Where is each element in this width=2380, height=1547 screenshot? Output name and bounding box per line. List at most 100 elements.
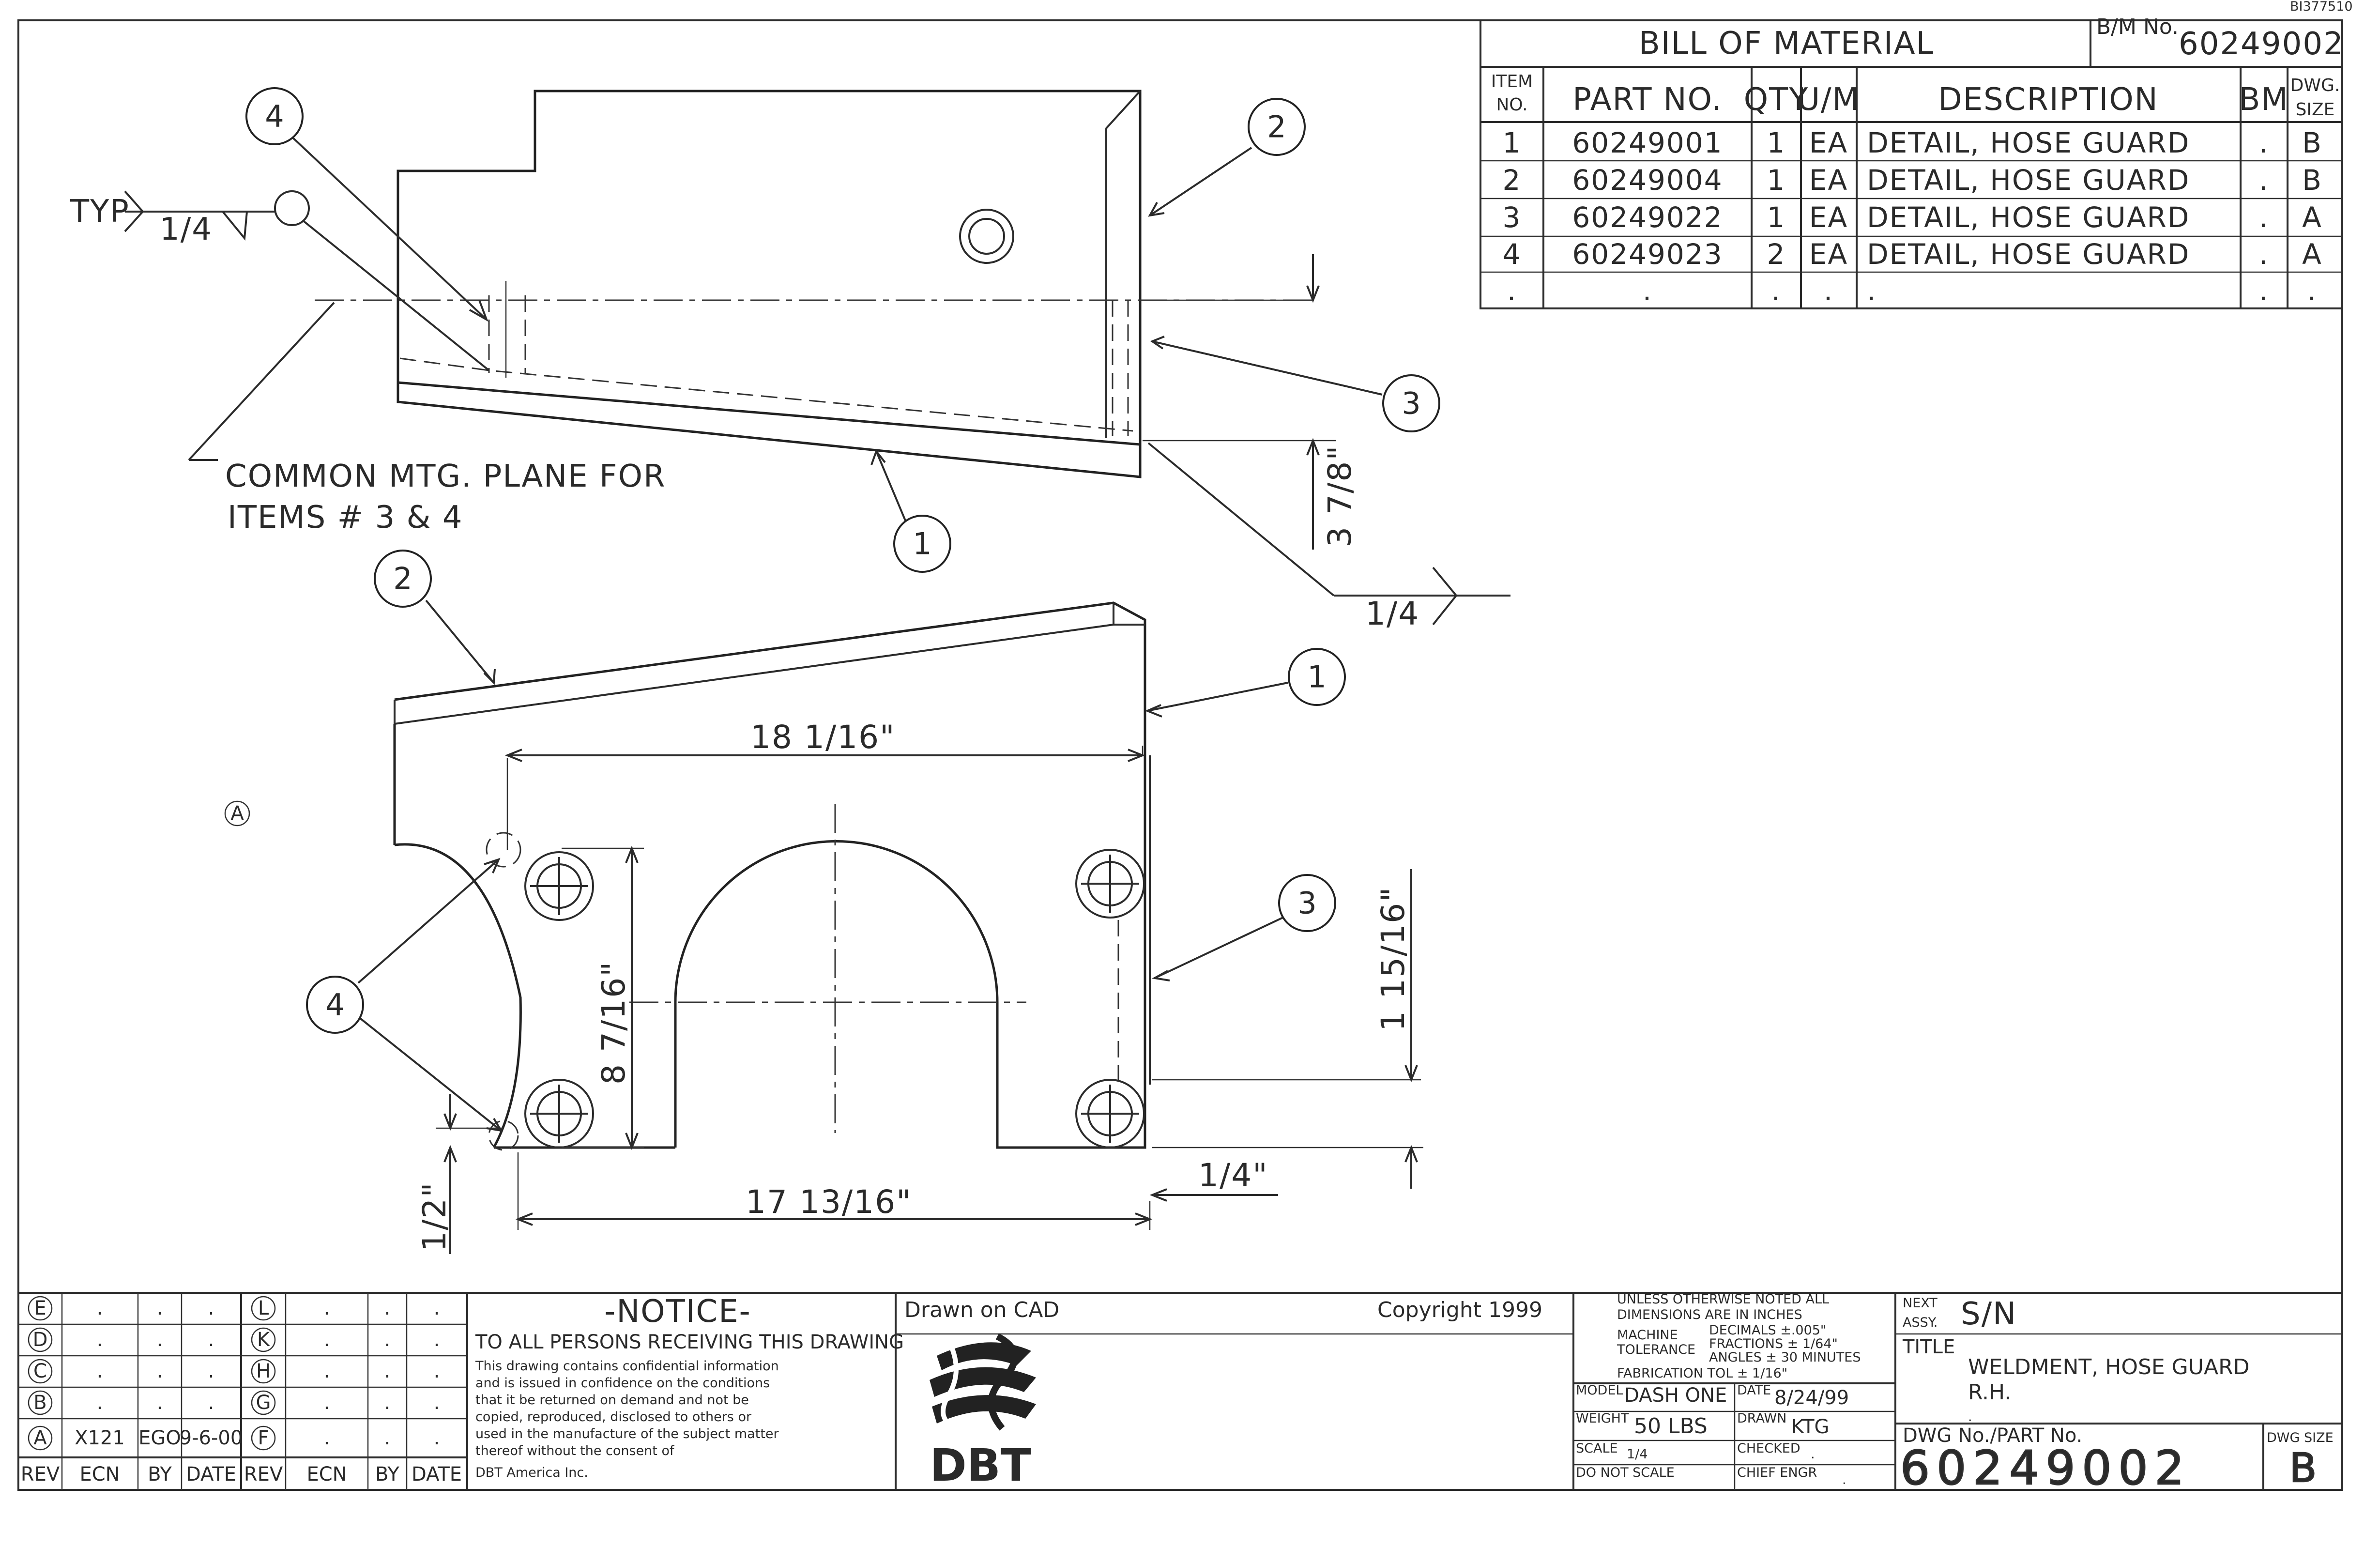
svg-text:3 7/8": 3 7/8" <box>1321 444 1358 547</box>
bom-cell-item: 1 <box>1503 126 1522 159</box>
balloon-2-front <box>374 550 432 608</box>
bom-cell-um: EA <box>1809 238 1848 271</box>
rev-header-by: BY <box>148 1463 172 1486</box>
svg-text:17 13/16": 17 13/16" <box>746 1183 912 1221</box>
front-view: A 18 1/16" 8 7/16" 1 15/16" <box>224 550 1423 1254</box>
dbt-logo-text: DBT <box>930 1440 1031 1491</box>
date-value: 8/24/99 <box>1774 1387 1849 1409</box>
model-label: MODEL <box>1576 1383 1623 1398</box>
rev-cell-ecn: . <box>324 1427 330 1449</box>
svg-text:3: 3 <box>1402 386 1420 421</box>
bom-header-size-2: SIZE <box>2296 100 2335 120</box>
hose-cutout <box>674 840 999 1148</box>
rev-header-rev: REV <box>21 1463 60 1486</box>
svg-text:2: 2 <box>1267 109 1286 145</box>
weld-symbol-typ: TYP 1/4 <box>70 190 490 371</box>
tolerance-block: UNLESS OTHERWISE NOTED ALL DIMENSIONS AR… <box>1572 1292 1896 1490</box>
svg-text:4: 4 <box>265 99 284 134</box>
bom-cell-size: A <box>2302 238 2322 271</box>
rev-cell-ecn: X121 <box>75 1427 125 1449</box>
svg-text:-NOTICE-: -NOTICE- <box>604 1294 751 1330</box>
bom-cell-desc: DETAIL, HOSE GUARD <box>1867 238 2190 271</box>
rev-cell-rev: C <box>33 1360 47 1382</box>
title-label: TITLE <box>1902 1336 1955 1358</box>
drawn-on-cad: Drawn on CAD <box>904 1298 1059 1322</box>
rev-cell-ecn: . <box>324 1392 330 1414</box>
rev-cell-ecn: . <box>324 1360 330 1382</box>
rev-cell-date: . <box>434 1297 440 1319</box>
rev-cell-rev: E <box>34 1297 46 1319</box>
svg-text:1/4": 1/4" <box>1198 1157 1268 1194</box>
bom-title: BILL OF MATERIAL <box>1639 26 1934 61</box>
hole-top-view <box>959 209 1014 264</box>
rev-letter-circle <box>28 1425 53 1451</box>
bom-cell-part: . <box>1643 274 1652 307</box>
bom-cell-um: . <box>1824 274 1833 307</box>
bom-cell-size: . <box>2307 274 2317 307</box>
rev-letter-circle <box>251 1390 276 1415</box>
next-assy-value: S/N <box>1961 1296 2017 1332</box>
bom-header-size-1: DWG. <box>2290 76 2340 95</box>
rev-cell-by: . <box>384 1392 391 1414</box>
bom-header-item-1: ITEM <box>1491 72 1533 92</box>
dimension-1-2: 1/2" <box>416 1094 503 1254</box>
dwg-size-label: DWG SIZE <box>2267 1430 2334 1445</box>
svg-text:1: 1 <box>913 526 931 562</box>
svg-text:DECIMALS ±.005": DECIMALS ±.005" <box>1709 1323 1826 1338</box>
weight-label: WEIGHT <box>1576 1411 1629 1426</box>
rev-cell-date: . <box>208 1329 214 1351</box>
bom-cell-item: 4 <box>1503 238 1522 271</box>
confidentiality-notice: -NOTICE- TO ALL PERSONS RECEIVING THIS D… <box>475 1293 904 1490</box>
checked-label: CHECKED <box>1737 1441 1800 1456</box>
rev-cell-ecn: . <box>97 1360 103 1382</box>
bom-header-item-2: NO. <box>1496 95 1527 115</box>
svg-text:FRACTIONS ± 1/64": FRACTIONS ± 1/64" <box>1709 1336 1838 1351</box>
bom-cell-qty: . <box>1771 274 1781 307</box>
copyright: Copyright 1999 <box>1377 1298 1542 1322</box>
rev-letter-circle <box>28 1359 53 1384</box>
bom-cell-um: EA <box>1809 201 1848 234</box>
rev-cell-ecn: . <box>324 1297 330 1319</box>
rev-header-ecn: ECN <box>79 1463 120 1486</box>
rev-letter-circle <box>28 1296 53 1321</box>
rev-cell-date: . <box>208 1392 214 1414</box>
date-label: DATE <box>1737 1383 1771 1398</box>
rev-cell-rev: K <box>257 1329 271 1351</box>
bom-cell-part: 60249001 <box>1572 126 1723 159</box>
svg-text:8 7/16": 8 7/16" <box>595 961 632 1085</box>
rev-cell-ecn: . <box>324 1329 330 1351</box>
svg-text:used in the manufacture of the: used in the manufacture of the subject m… <box>475 1426 779 1441</box>
balloon-2-top <box>1248 98 1306 156</box>
next-assy-label-2: ASSY. <box>1903 1315 1938 1330</box>
top-view: TYP 1/4 COMMON MTG. PLANE FOR ITEMS # 3 … <box>70 87 1510 632</box>
rev-letter-circle <box>251 1359 276 1384</box>
dbt-logo <box>930 1333 1036 1431</box>
bom-cell-qty: 1 <box>1767 201 1786 234</box>
bom-cell-item: 2 <box>1503 164 1522 197</box>
plate-item-2 <box>397 90 1142 444</box>
rev-cell-rev: B <box>33 1392 46 1414</box>
bom-cell-size: B <box>2302 126 2322 159</box>
company-block: Drawn on CAD Copyright 1999 DBT <box>896 1298 1573 1491</box>
svg-text:ANGLES ± 30 MINUTES: ANGLES ± 30 MINUTES <box>1709 1350 1861 1365</box>
rev-letter-circle <box>251 1425 276 1451</box>
svg-text:thereof without the consent of: thereof without the consent of <box>475 1443 675 1458</box>
bolt-hole-top-left <box>524 851 594 921</box>
svg-text:DIMENSIONS ARE IN INCHES: DIMENSIONS ARE IN INCHES <box>1617 1307 1802 1322</box>
rev-cell-ecn: . <box>97 1392 103 1414</box>
bom-cell-desc: DETAIL, HOSE GUARD <box>1867 164 2190 197</box>
bom-header-part-no: PART NO. <box>1572 82 1723 118</box>
svg-text:1/2": 1/2" <box>416 1181 453 1252</box>
rev-cell-ecn: . <box>97 1297 103 1319</box>
svg-text:that it be returned on demand: that it be returned on demand and not be <box>475 1393 749 1408</box>
dimension-3-7-8: 3 7/8" <box>1143 254 1358 550</box>
bill-of-material: BILL OF MATERIAL B/M No. 60249002 ITEM N… <box>1480 15 2343 309</box>
bom-cell-part: 60249004 <box>1572 164 1723 197</box>
plate-item-2-front <box>394 601 1146 1149</box>
rev-cell-by: . <box>157 1297 163 1319</box>
rev-cell-by: . <box>157 1329 163 1351</box>
title-line-2: R.H. <box>1968 1380 2011 1405</box>
rev-cell-by: . <box>384 1427 391 1449</box>
document-id: BI377510 <box>2290 0 2353 14</box>
